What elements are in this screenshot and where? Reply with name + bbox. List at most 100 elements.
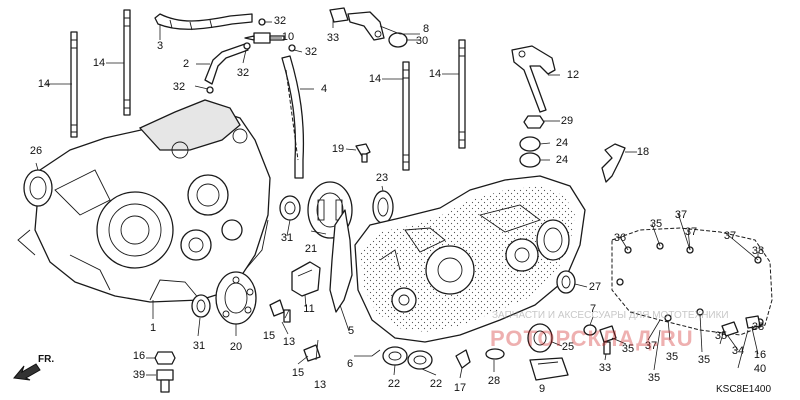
callout-35e: 35	[698, 354, 710, 366]
guide-11	[291, 261, 321, 297]
callout-3: 3	[157, 40, 163, 52]
callout-12: 12	[567, 69, 579, 81]
callout-17: 17	[454, 382, 466, 394]
bolt-15-left	[269, 299, 291, 323]
callout-33a: 33	[327, 32, 339, 44]
callout-13b: 13	[314, 379, 326, 391]
bearing-22-left	[382, 346, 408, 366]
oil-seal-25	[527, 323, 553, 353]
gasket-5	[329, 209, 353, 313]
collar-24-upper	[519, 136, 541, 152]
callout-15a: 15	[263, 330, 275, 342]
callout-27: 27	[589, 281, 601, 293]
callout-14b: 14	[93, 57, 105, 69]
callout-35a: 35	[650, 218, 662, 230]
callout-26: 26	[30, 145, 42, 157]
callout-31b: 31	[193, 340, 205, 352]
callout-28: 28	[488, 375, 500, 387]
collar-24-lower	[519, 152, 541, 168]
collar-31-upper	[279, 195, 301, 221]
callout-20: 20	[230, 341, 242, 353]
callout-35f: 35	[715, 330, 727, 342]
callout-37d: 37	[645, 340, 657, 352]
callout-38b: 38	[752, 321, 764, 333]
callout-24a: 24	[556, 137, 568, 149]
bolt-19	[355, 143, 371, 163]
clip-17	[455, 349, 471, 369]
callout-31a: 31	[281, 232, 293, 244]
callout-32d: 32	[173, 81, 185, 93]
callout-16b: 16	[754, 349, 766, 361]
watermark-brand: РОТОРСКЛАД.RU	[490, 326, 694, 351]
callout-37a: 37	[675, 209, 687, 221]
callouts: 1 2 3 4 5 6 7 8 9 10 11 12 13 13 14 14 1…	[30, 15, 766, 395]
bracket-18	[601, 143, 626, 183]
callout-9: 9	[539, 383, 545, 395]
callout-39: 39	[133, 369, 145, 381]
bolt-34-16-40	[721, 315, 761, 337]
callout-29: 29	[561, 115, 573, 127]
callout-14a: 14	[38, 78, 50, 90]
callout-2: 2	[183, 58, 189, 70]
callout-36: 36	[614, 232, 626, 244]
breather-tube-3	[154, 13, 253, 31]
oil-seal-27	[556, 270, 576, 294]
washer-28	[485, 348, 505, 360]
front-direction-label: FR.	[38, 354, 54, 365]
callout-32a: 32	[274, 15, 286, 27]
callout-22a: 22	[388, 378, 400, 390]
nut-29	[523, 115, 545, 129]
callout-14c: 14	[369, 73, 381, 85]
callout-30: 30	[416, 35, 428, 47]
callout-14d: 14	[429, 68, 441, 80]
callout-13a: 13	[283, 336, 295, 348]
watermark: ЗАПЧАСТИ И АКСЕССУАРЫ ДЛЯ МОТОТЕХНИКИ РО…	[490, 310, 729, 351]
stud-bolt-14-right	[458, 39, 466, 149]
stud-bolt-14-center-left	[123, 9, 131, 116]
breather-tube-2	[204, 43, 249, 85]
callout-33b: 33	[599, 362, 611, 374]
callout-16a: 16	[133, 350, 145, 362]
watermark-tagline: ЗАПЧАСТИ И АКСЕССУАРЫ ДЛЯ МОТОТЕХНИКИ	[492, 310, 729, 321]
callout-21: 21	[305, 243, 317, 255]
front-direction-arrow: FR.	[13, 354, 54, 381]
callout-19: 19	[332, 143, 344, 155]
leader-lines	[35, 20, 759, 379]
cover-9	[529, 357, 569, 381]
callout-8: 8	[423, 23, 429, 35]
callout-25: 25	[562, 341, 574, 353]
callout-37b: 37	[685, 226, 697, 238]
callout-4: 4	[321, 83, 327, 95]
callout-1: 1	[150, 322, 156, 334]
stud-bolt-14-left	[70, 31, 78, 138]
callout-22b: 22	[430, 378, 442, 390]
callout-32c: 32	[237, 67, 249, 79]
right-crankcase	[354, 175, 586, 343]
oil-seal-26	[23, 169, 53, 207]
callout-34: 34	[732, 345, 744, 357]
bearing-22-right	[407, 350, 433, 370]
collar-31-lower	[191, 294, 211, 318]
callout-35b: 35	[622, 343, 634, 355]
callout-32b: 32	[305, 46, 317, 58]
callout-6: 6	[347, 358, 353, 370]
callout-18: 18	[637, 146, 649, 158]
callout-10: 10	[282, 31, 294, 43]
switch-8	[329, 7, 385, 41]
callout-35c: 35	[666, 351, 678, 363]
diagram-code: KSC8E1400	[716, 384, 771, 395]
clips-32	[206, 18, 296, 94]
callout-7: 7	[590, 303, 596, 315]
stud-bolt-14-center-right	[402, 61, 410, 171]
bolt-16-39	[154, 351, 176, 393]
bearing-20	[215, 271, 257, 325]
callout-24b: 24	[556, 154, 568, 166]
callout-15b: 15	[292, 367, 304, 379]
callout-38a: 38	[752, 245, 764, 257]
arm-12	[511, 45, 556, 113]
callout-11: 11	[303, 303, 314, 315]
callout-40: 40	[754, 363, 766, 375]
left-crankcase	[17, 99, 271, 303]
callout-35d: 35	[648, 372, 660, 384]
